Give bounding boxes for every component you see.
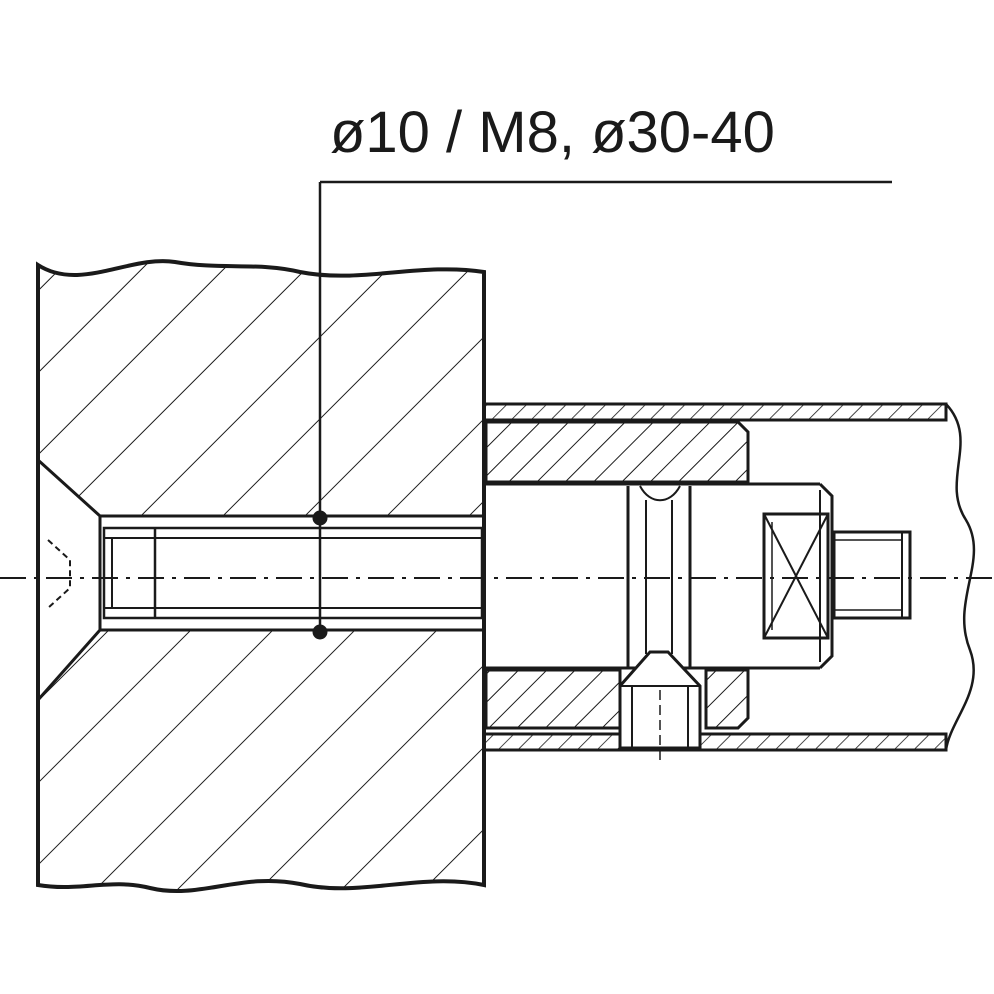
sleeve-adapter: [484, 420, 750, 730]
inner-pin: [486, 482, 912, 670]
wall-section: [36, 259, 486, 893]
countersunk-screw: [36, 458, 484, 701]
dimension-label: ø10 / M8, ø30-40: [330, 100, 775, 165]
dimension-leader: [312, 180, 892, 640]
tube: [482, 402, 976, 752]
set-screw: [618, 650, 702, 760]
